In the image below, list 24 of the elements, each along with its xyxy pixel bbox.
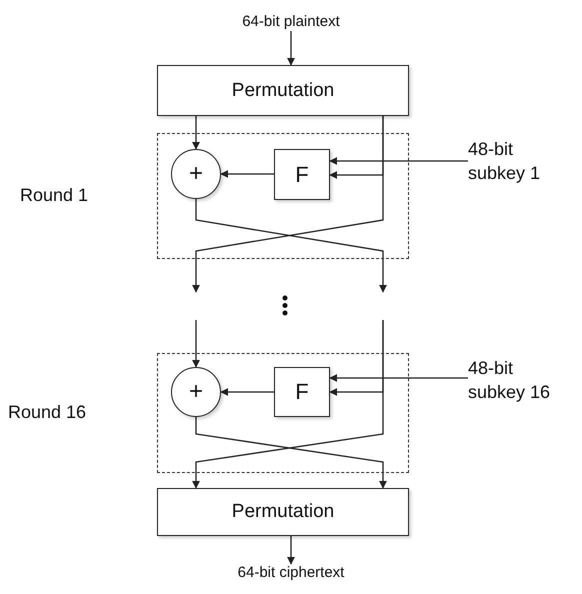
subkey-label: 48-bit subkey 16 — [468, 356, 560, 404]
round-label: Round 16 — [8, 402, 86, 423]
input-label: 64-bit plaintext — [242, 13, 340, 31]
permutation-box: Permutation — [157, 65, 409, 116]
arrow — [329, 157, 468, 165]
arrow — [287, 31, 295, 66]
arrow — [220, 170, 274, 178]
xor-circle: + — [171, 149, 221, 199]
round-label: Round 1 — [20, 185, 88, 206]
arrow — [192, 116, 384, 293]
function-box: F — [274, 367, 330, 417]
arrow — [192, 116, 200, 150]
arrow — [192, 320, 384, 489]
xor-circle: + — [171, 367, 221, 417]
output-label: 64-bit ciphertext — [238, 564, 344, 582]
arrow — [192, 320, 200, 368]
function-box: F — [274, 149, 330, 200]
arrow — [195, 417, 387, 489]
arrow — [287, 536, 295, 565]
arrow — [220, 388, 274, 396]
permutation-box: Permutation — [157, 488, 409, 536]
subkey-label: 48-bit subkey 1 — [468, 137, 558, 185]
arrow — [195, 199, 387, 293]
arrow — [329, 374, 468, 382]
